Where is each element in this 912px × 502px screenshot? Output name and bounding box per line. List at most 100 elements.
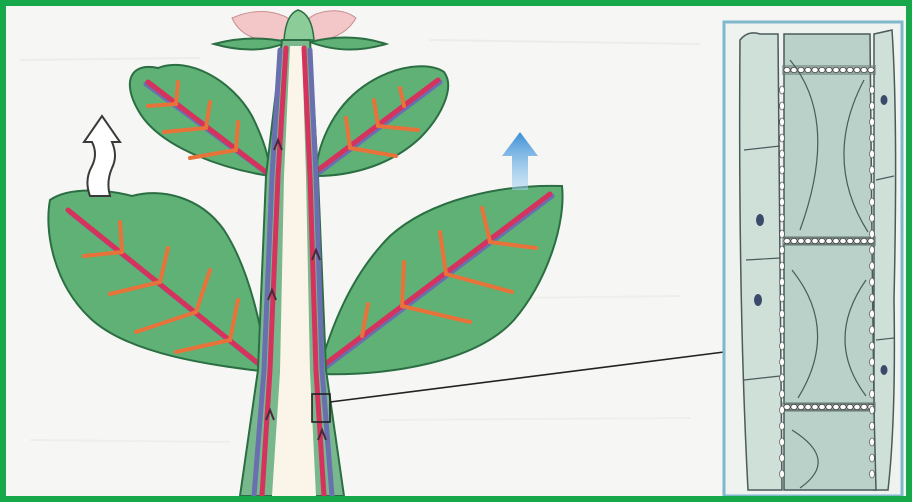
wall-pit (780, 86, 785, 94)
plate-bead (819, 238, 825, 243)
leaf-upper-left (130, 65, 270, 176)
plate-bead (847, 238, 853, 243)
plate-bead (805, 238, 811, 243)
plate-bead (784, 238, 790, 243)
plate-bead (812, 404, 818, 409)
wall-pit (780, 454, 785, 462)
plate-bead (854, 67, 860, 72)
wall-pit (780, 230, 785, 238)
wall-pit (870, 230, 875, 238)
wall-pit (780, 214, 785, 222)
cell-nucleus (881, 365, 888, 375)
wall-pit (870, 422, 875, 430)
hollow-wavy-up-arrow-icon (84, 116, 120, 196)
wall-pit (780, 390, 785, 398)
wall-pit (870, 118, 875, 126)
vessel-element-bottom (784, 410, 876, 490)
plate-bead (812, 238, 818, 243)
wall-pit (870, 102, 875, 110)
plate-bead (805, 67, 811, 72)
plate-bead (798, 238, 804, 243)
plate-bead (826, 238, 832, 243)
wall-pit (870, 310, 875, 318)
wall-pit (870, 86, 875, 94)
wall-pit (780, 294, 785, 302)
wall-pit (780, 182, 785, 190)
wall-pit (780, 470, 785, 478)
wall-pit (780, 278, 785, 286)
wall-pit (780, 342, 785, 350)
vessel-element-middle (784, 244, 874, 404)
wall-pit (870, 134, 875, 142)
wall-pit (780, 310, 785, 318)
plate-bead (833, 67, 839, 72)
wall-pit (870, 326, 875, 334)
plate-bead (861, 67, 867, 72)
wall-pit (780, 262, 785, 270)
wall-pit (870, 470, 875, 478)
leaf-upper-right (316, 66, 448, 176)
wall-pit (870, 262, 875, 270)
wall-pit (870, 358, 875, 366)
plate-bead (798, 404, 804, 409)
wall-pit (780, 134, 785, 142)
plant-transport-diagram: .c-leaf { fill:#5fb176; stroke:#2c6e43; … (6, 6, 906, 496)
plate-bead (819, 67, 825, 72)
leaf-lower-left (48, 191, 268, 373)
plate-bead (791, 238, 797, 243)
cell-nucleus (881, 95, 888, 105)
plate-bead (784, 404, 790, 409)
wall-pit (780, 406, 785, 414)
wall-pit (870, 406, 875, 414)
plate-bead (861, 404, 867, 409)
plate-bead (833, 238, 839, 243)
wall-pit (780, 422, 785, 430)
wall-pit (870, 150, 875, 158)
perforation-plate (782, 65, 876, 75)
wall-pit (780, 198, 785, 206)
plate-bead (840, 404, 846, 409)
plate-bead (854, 238, 860, 243)
wall-pit (870, 182, 875, 190)
plate-bead (791, 404, 797, 409)
flower-bud-core (284, 10, 314, 40)
plate-bead (833, 404, 839, 409)
wall-pit (780, 150, 785, 158)
plate-bead (868, 238, 874, 243)
wall-pit (870, 454, 875, 462)
plate-bead (847, 404, 853, 409)
plate-bead (826, 67, 832, 72)
cell-nucleus (756, 214, 764, 226)
stem (240, 40, 344, 496)
wall-pit (780, 166, 785, 174)
wall-pit (870, 294, 875, 302)
plate-bead (819, 404, 825, 409)
wall-pit (780, 358, 785, 366)
wall-pit (870, 166, 875, 174)
wall-pit (870, 438, 875, 446)
wall-pit (780, 374, 785, 382)
wall-pit (780, 102, 785, 110)
plate-bead (854, 404, 860, 409)
wall-pit (870, 278, 875, 286)
cell-nucleus (754, 294, 762, 306)
plate-bead (868, 67, 874, 72)
leaf-lower-right (318, 186, 563, 374)
sepal-left (214, 38, 288, 49)
vessel-element-top (784, 34, 872, 238)
wall-pit (870, 246, 875, 254)
wall-pit (870, 342, 875, 350)
wall-pit (870, 374, 875, 382)
plate-bead (784, 67, 790, 72)
wall-pit (870, 198, 875, 206)
xylem-inset (724, 22, 902, 496)
wall-pit (780, 246, 785, 254)
perforation-plate (782, 236, 876, 246)
sepal-right (310, 37, 386, 49)
plate-bead (805, 404, 811, 409)
plate-bead (826, 404, 832, 409)
plate-bead (840, 238, 846, 243)
plate-bead (840, 67, 846, 72)
plate-bead (812, 67, 818, 72)
